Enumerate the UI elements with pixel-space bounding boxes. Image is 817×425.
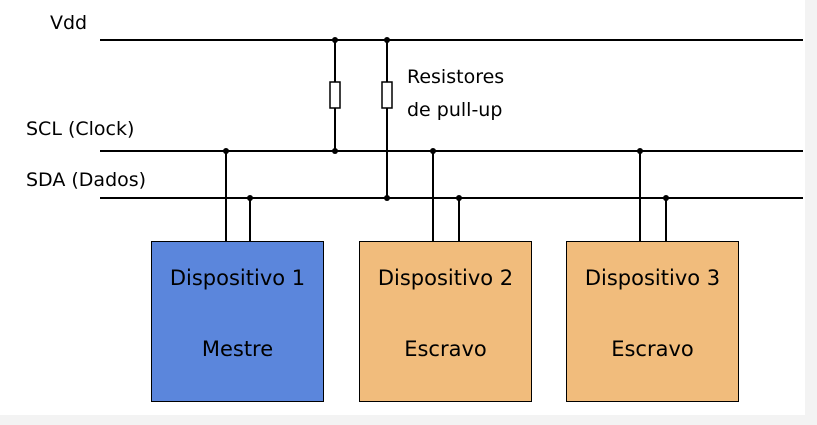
device-3-name: Dispositivo 3 xyxy=(584,266,721,290)
device-3-role: Escravo xyxy=(611,337,694,361)
junction-dot xyxy=(384,195,390,201)
junction-dot xyxy=(637,148,643,154)
sda-label: SDA (Dados) xyxy=(26,169,147,191)
device-3-box: Dispositivo 3 Escravo xyxy=(566,241,739,402)
junction-dot xyxy=(430,148,436,154)
junction-dot xyxy=(223,148,229,154)
device-2-box: Dispositivo 2 Escravo xyxy=(359,241,532,402)
device-1-box: Dispositivo 1 Mestre xyxy=(151,241,324,402)
device-2-role: Escravo xyxy=(404,337,487,361)
wiring-svg xyxy=(100,37,803,242)
junction-dot xyxy=(456,195,462,201)
junction-dot xyxy=(332,37,338,43)
pullup-resistor-scl xyxy=(329,81,341,109)
junction-dot xyxy=(663,195,669,201)
junction-dot xyxy=(332,148,338,154)
scl-label: SCL (Clock) xyxy=(26,118,135,140)
device-2-name: Dispositivo 2 xyxy=(377,266,514,290)
resistors-label-line1: Resistores xyxy=(407,66,505,88)
diagram-canvas: Vdd SCL (Clock) SDA (Dados) Resistores d… xyxy=(0,0,805,415)
vdd-label: Vdd xyxy=(50,12,88,34)
junction-dot xyxy=(247,195,253,201)
device-1-role: Mestre xyxy=(201,337,274,361)
resistors-label-line2: de pull-up xyxy=(407,99,503,121)
device-1-name: Dispositivo 1 xyxy=(169,266,306,290)
pullup-resistor-sda xyxy=(381,81,393,109)
junction-dot xyxy=(384,37,390,43)
